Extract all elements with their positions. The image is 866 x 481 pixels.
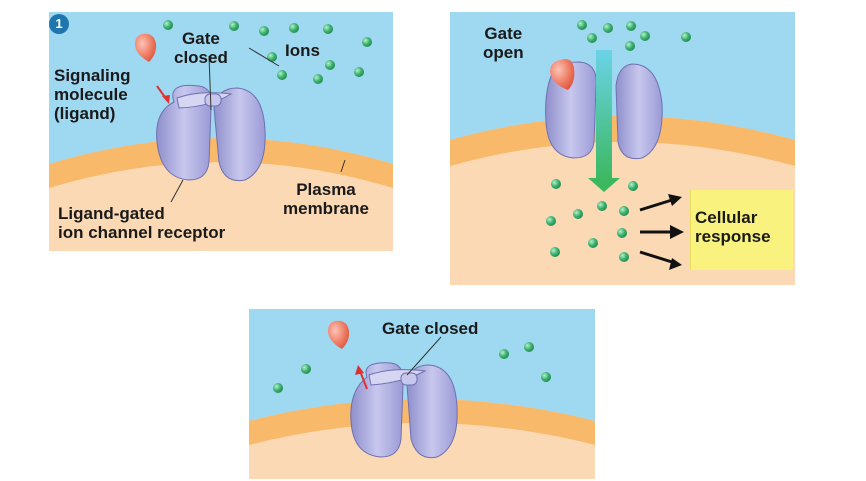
gate-closed-label: Gate closed — [382, 319, 479, 338]
panel-3-gate-closed: 3 Gate closed — [249, 309, 595, 479]
ion-channel-receptor — [156, 84, 266, 182]
ligand — [550, 59, 575, 90]
ion-flow-arrow — [596, 50, 612, 180]
ions-label: Ions — [285, 41, 320, 60]
ion-channel-receptor — [350, 362, 458, 459]
ligand — [135, 33, 157, 62]
signaling-molecule-label: Signaling molecule (ligand) — [54, 66, 131, 123]
ions — [163, 20, 372, 84]
step-badge-1: 1 — [49, 14, 69, 34]
plasma-membrane — [49, 138, 393, 188]
panel-2-gate-open: 2 Gate open Cellular response — [450, 12, 795, 285]
ion-channel-receptor — [545, 61, 663, 160]
cellular-response-label: Cellular response — [695, 208, 771, 246]
plasma-membrane-label: Plasma membrane — [283, 180, 369, 218]
panel-1-gate-closed: 1 Gate closed Ions Signaling molecule (l… — [49, 12, 393, 251]
response-arrows — [639, 198, 673, 264]
gate-open-label: Gate open — [483, 24, 524, 62]
ions-outside — [577, 20, 691, 51]
cellular-response-box — [690, 190, 793, 270]
ions — [273, 342, 551, 393]
ions-inside — [546, 179, 638, 262]
receptor-label: Ligand-gated ion channel receptor — [58, 204, 226, 242]
ligand — [328, 320, 350, 349]
panel-1-illustration — [49, 12, 393, 251]
panel-3-illustration — [249, 309, 595, 479]
extracellular-space — [49, 12, 393, 164]
gate-closed-label: Gate closed — [174, 29, 228, 67]
